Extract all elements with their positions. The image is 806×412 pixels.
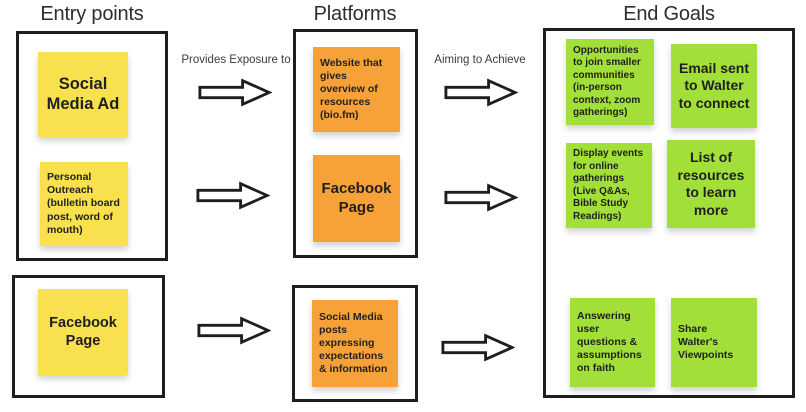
right-arrow-platform2-to-goals3: [441, 333, 515, 362]
sticky-website-overview: Website that gives overview of resources…: [313, 47, 400, 132]
sticky-social-media-posts: Social Media posts expressing expectatio…: [312, 300, 398, 387]
platforms-header: Platforms: [313, 3, 397, 25]
sticky-display-events: Display events for online gatherings (Li…: [566, 143, 652, 228]
sticky-personal-outreach: Personal Outreach (bulletin board post, …: [40, 162, 128, 246]
right-arrow-platform1-to-goals1: [444, 78, 518, 107]
sticky-facebook-page-platform: Facebook Page: [313, 155, 400, 242]
aiming-to-achieve-label: Aiming to Achieve: [434, 54, 526, 66]
sticky-opportunities-communities: Opportunities to join smaller communitie…: [566, 39, 654, 125]
provides-exposure-label: Provides Exposure to: [181, 54, 291, 66]
sticky-social-media-ad: Social Media Ad: [38, 52, 128, 137]
sticky-answering-questions: Answering user questions & assumptions o…: [570, 298, 655, 387]
sticky-resources-list: List of resources to learn more: [667, 140, 755, 228]
right-arrow-entry1-to-platform1: [198, 78, 272, 107]
entry-points-header: Entry points: [40, 3, 144, 25]
right-arrow-entry2-to-platform2: [197, 316, 271, 345]
end-goals-header: End Goals: [623, 3, 715, 25]
sticky-email-walter: Email sent to Walter to connect: [671, 44, 757, 128]
right-arrow-platform1b-to-goals2: [444, 183, 518, 212]
sticky-facebook-page-entry: Facebook Page: [38, 289, 128, 375]
sticky-share-viewpoints: Share Walter's Viewpoints: [671, 298, 757, 387]
right-arrow-entry1b-to-platform1b: [196, 181, 270, 210]
